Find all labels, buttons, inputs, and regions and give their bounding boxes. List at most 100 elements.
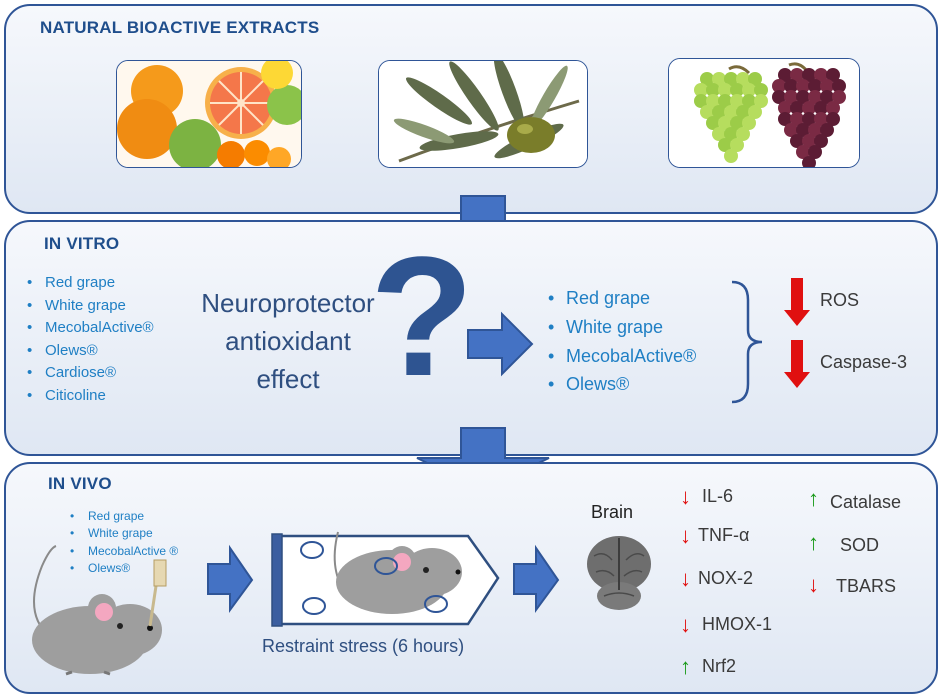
grape-berry (796, 145, 810, 159)
grape-berry (820, 123, 834, 137)
decrease-arrow-icon: ↓ (680, 484, 691, 509)
grape-berry (706, 83, 720, 97)
grape-berry (736, 127, 750, 141)
grape-berry (712, 72, 726, 86)
grape-berry (802, 68, 816, 82)
grape-berry (748, 72, 762, 86)
grape-berry (802, 156, 816, 167)
in-vivo-treatment-list: Red grape White grape MecobalActive ® Ol… (70, 508, 178, 578)
citrus-fruits-illustration (117, 61, 301, 167)
grouping-brace (731, 280, 763, 404)
grape-berry (790, 101, 804, 115)
list-item: MecobalActive ® (70, 543, 178, 561)
decrease-arrow-icon: ↓ (680, 612, 691, 637)
olive-branch-illustration (379, 61, 587, 167)
grape-berry (700, 72, 714, 86)
increase-arrow-icon: ↑ (808, 486, 819, 511)
in-vitro-tested-list: Red grape White grape MecobalActive® Ole… (27, 272, 154, 408)
grape-berry (784, 90, 798, 104)
grape-berry (784, 123, 798, 137)
grape-berry (772, 79, 786, 93)
grape-berry (724, 149, 738, 163)
grape-berry (802, 134, 816, 148)
grape-berry (742, 116, 756, 130)
grape-berry (808, 123, 822, 137)
grape-berry (826, 101, 840, 115)
grape-berry (820, 90, 834, 104)
grape-berry (712, 105, 726, 119)
grape-berry (778, 112, 792, 126)
marker-catalase: Catalase (830, 492, 902, 512)
olive-branch-photo (378, 60, 588, 168)
right-arrow-in-vitro (467, 311, 534, 377)
grape-berry (802, 112, 816, 126)
question-mark: ? (370, 222, 474, 412)
grape-berry (802, 101, 816, 115)
grape-berry (724, 72, 738, 86)
grape-berry (718, 94, 732, 108)
grape-berry (754, 83, 768, 97)
grape-berry (796, 79, 810, 93)
grape-berry (814, 134, 828, 148)
question-line: effect (256, 364, 320, 394)
marker-nox2: NOX-2 (698, 568, 754, 588)
extracts-title: NATURAL BIOACTIVE EXTRACTS (40, 18, 320, 37)
grape-berry (718, 83, 732, 97)
grape-berry (808, 79, 822, 93)
list-item: Cardiose® (27, 362, 154, 385)
grape-berry (814, 68, 828, 82)
grape-berry (832, 79, 846, 93)
grape-berry (754, 94, 768, 108)
grape-berry (730, 138, 744, 152)
marker-tbars: TBARS (836, 576, 897, 596)
grape-berry (706, 116, 720, 130)
grape-berry (700, 105, 714, 119)
grape-berry (724, 105, 738, 119)
grape-berry (808, 90, 822, 104)
citrus-fruits-photo (116, 60, 302, 168)
grape-berry (712, 127, 726, 141)
ros-label: ROS (820, 290, 860, 310)
decrease-arrow-icon (784, 278, 810, 326)
grape-berry (784, 79, 798, 93)
grape-berry (790, 68, 804, 82)
in-vivo-title: IN VIVO (48, 474, 112, 493)
list-item: White grape (70, 525, 178, 543)
grape-berry (742, 83, 756, 97)
decrease-arrow-icon: ↓ (680, 566, 691, 591)
grape-berry (790, 112, 804, 126)
restraint-stress-label: Restraint stress (6 hours) (262, 636, 465, 656)
grape-berry (736, 72, 750, 86)
grape-berry (826, 68, 840, 82)
caspase-label: Caspase-3 (820, 352, 908, 372)
decrease-arrow-icon: ↓ (808, 572, 819, 597)
restraint-tube-illustration (271, 531, 500, 627)
grape-berry (832, 90, 846, 104)
grape-berry (730, 116, 744, 130)
grape-berry (694, 94, 708, 108)
list-item: Olews® (70, 560, 178, 578)
grape-berry (796, 123, 810, 137)
grape-berry (778, 68, 792, 82)
grape-berry (808, 145, 822, 159)
grape-berry (736, 105, 750, 119)
list-item: Red grape (548, 284, 696, 313)
grape-berry (778, 101, 792, 115)
grape-berry (820, 79, 834, 93)
grapes-illustration (669, 59, 859, 167)
grape-berry (730, 83, 744, 97)
list-item: Olews® (548, 370, 696, 399)
marker-il6: IL-6 (702, 486, 734, 506)
list-item: Olews® (27, 340, 154, 363)
grape-berry (706, 94, 720, 108)
in-vitro-effective-list: Red grape White grape MecobalActive® Ole… (548, 284, 696, 399)
grape-berry (718, 138, 732, 152)
right-arrow-in-vivo-1 (207, 544, 254, 614)
decrease-arrow-icon (784, 340, 810, 388)
list-item: White grape (27, 295, 154, 318)
list-item: Red grape (27, 272, 154, 295)
marker-sod: SOD (840, 535, 880, 555)
increase-arrow-icon: ↑ (808, 530, 819, 555)
grape-berry (790, 134, 804, 148)
grape-berry (826, 112, 840, 126)
